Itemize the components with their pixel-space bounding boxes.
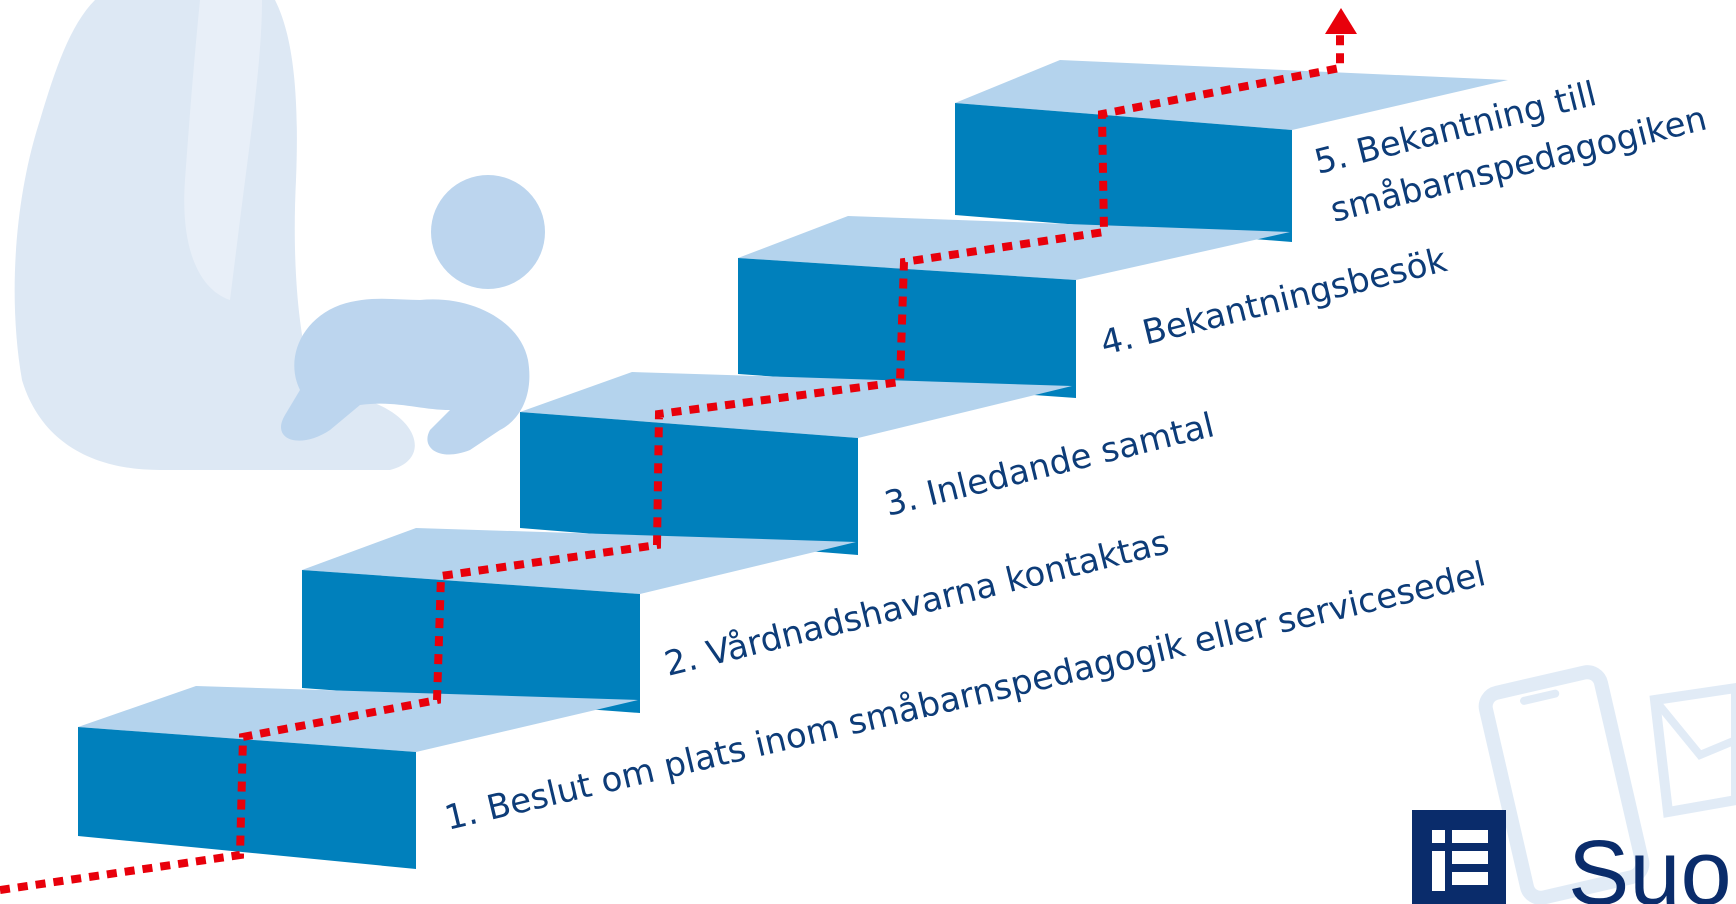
step-3-label: 3. Inledande samtal: [881, 405, 1219, 524]
crawling-baby-icon: [281, 175, 545, 455]
envelope-icon: [1649, 682, 1736, 818]
phone-icon: [1478, 665, 1650, 904]
progress-path: [0, 8, 1357, 894]
logo-text: Suon: [1568, 822, 1736, 904]
suomi-fi-logo-icon: [1412, 810, 1506, 904]
step-2: [302, 528, 856, 713]
step-3: [520, 372, 1072, 555]
step-5: [955, 60, 1508, 242]
arrow-up-icon: [1325, 8, 1357, 34]
adult-silhouette-icon: [14, 0, 415, 470]
step-4: [738, 216, 1290, 398]
